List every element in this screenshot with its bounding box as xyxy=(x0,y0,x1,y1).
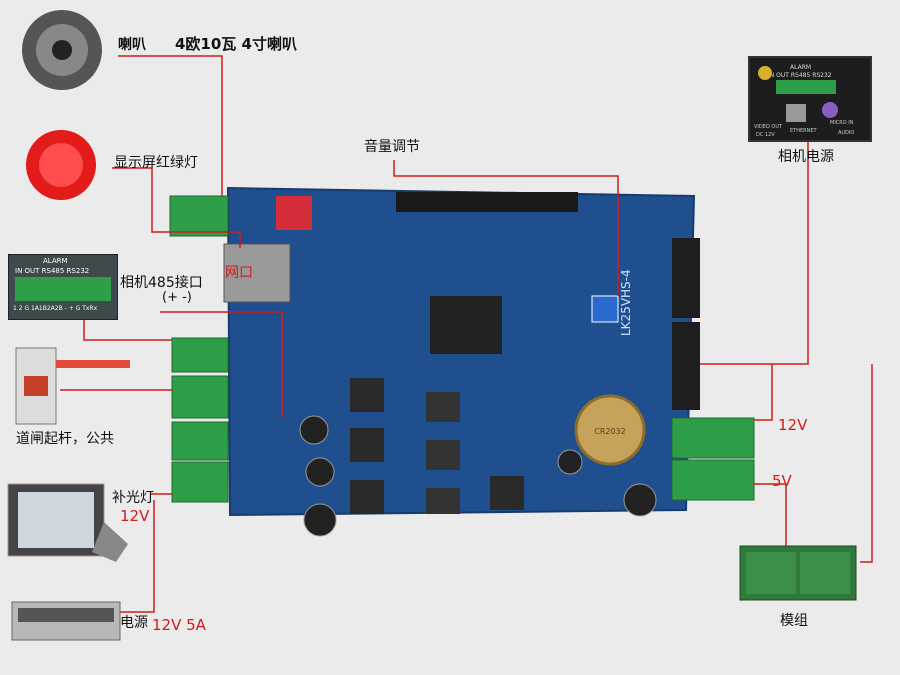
svg-text:CR2032: CR2032 xyxy=(594,427,626,436)
left-terminals xyxy=(169,195,229,503)
camera-power-label: 相机电源 xyxy=(778,149,834,165)
power-label: 电源 xyxy=(120,615,148,631)
right-terminals xyxy=(671,417,755,501)
dip-switch xyxy=(276,196,312,230)
speaker-label: 喇叭 xyxy=(118,37,146,53)
speaker-terminal[interactable] xyxy=(169,195,229,237)
module-5v-terminal[interactable] xyxy=(671,459,755,501)
led-module-icon xyxy=(738,544,858,602)
fill-light-label: 补光灯 xyxy=(112,490,154,506)
fill-light-voltage-label: 12V xyxy=(120,507,150,525)
rs485-terminal[interactable] xyxy=(171,337,229,373)
main-chip xyxy=(430,296,502,354)
ribbon-header xyxy=(396,192,578,212)
volume-label: 音量调节 xyxy=(364,139,420,155)
pin-header-2 xyxy=(672,322,700,410)
module-label: 模组 xyxy=(780,613,808,629)
red-led-lamp-icon xyxy=(24,128,98,202)
camera-485-label: 相机485接口 xyxy=(120,275,203,291)
volume-potentiometer[interactable] xyxy=(591,295,619,323)
speaker-icon xyxy=(10,8,114,92)
barrier-terminal[interactable] xyxy=(171,375,229,419)
network-port-label: 网口 xyxy=(225,265,253,281)
power-supply-icon xyxy=(10,598,122,644)
barrier-gate-icon xyxy=(14,346,132,426)
power-spec-label: 12V 5A xyxy=(152,616,206,634)
speaker-spec-label: 4欧10瓦 4寸喇叭 xyxy=(175,35,297,53)
ethernet-jack xyxy=(223,243,291,303)
module-12v-terminal[interactable] xyxy=(671,417,755,459)
fill-light-terminal[interactable] xyxy=(171,421,229,461)
fill-light-icon xyxy=(6,482,130,566)
pin-header-1 xyxy=(672,238,700,318)
alarm-connector-block: ALARM IN OUT RS485 RS232 1 2 G 1A1B2A2B … xyxy=(8,254,118,320)
coin-battery xyxy=(574,394,646,466)
module-5v-label: 5V xyxy=(772,472,792,490)
power-terminal[interactable] xyxy=(171,461,229,503)
module-12v-label: 12V xyxy=(778,416,808,434)
camera-485-polarity-label: (+ -) xyxy=(162,290,192,305)
wires xyxy=(60,55,873,613)
control-board: CR2032 LK25VHS-4 xyxy=(223,186,700,537)
svg-text:LK25VHS-4: LK25VHS-4 xyxy=(619,269,633,336)
barrier-label: 道闸起杆，公共 xyxy=(16,431,114,447)
camera-rear-panel: ALARM IN OUT RS485 RS232 VIDEO OUT ETHER… xyxy=(748,56,872,142)
led-lamp-label: 显示屏红绿灯 xyxy=(114,155,198,171)
